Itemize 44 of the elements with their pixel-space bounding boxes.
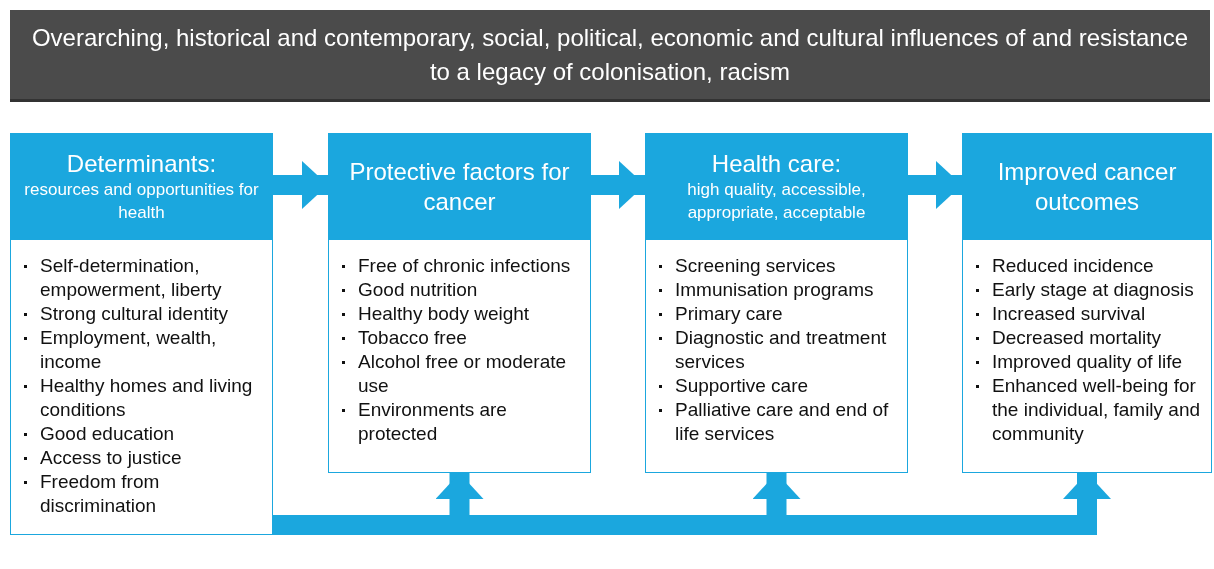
list-box xyxy=(962,240,1212,473)
list-item: Freedom from discrimination xyxy=(21,470,266,518)
list-item: Immunisation programs xyxy=(656,278,901,302)
list-item: Supportive care xyxy=(656,374,901,398)
list-item: Improved quality of life xyxy=(973,350,1205,374)
header-title: Protective factors for cancer xyxy=(348,156,571,217)
list-box xyxy=(328,240,591,473)
list-item: Screening services xyxy=(656,254,901,278)
banner xyxy=(10,10,1210,102)
list-item: Good education xyxy=(21,422,266,446)
list-item: Increased survival xyxy=(973,302,1205,326)
block-arrow xyxy=(591,161,645,209)
header-box xyxy=(962,133,1212,240)
list-item: Healthy body weight xyxy=(339,302,584,326)
header-box xyxy=(10,133,273,240)
list-item: Alcohol free or moderate use xyxy=(339,350,584,398)
list-item: Primary care xyxy=(656,302,901,326)
list-item: Employment, wealth, income xyxy=(21,326,266,374)
list-item: Strong cultural identity xyxy=(21,302,266,326)
block-arrow xyxy=(908,161,962,209)
list-item: Environments are protected xyxy=(339,398,584,446)
header-subtitle: resources and opportunities for health xyxy=(23,179,260,224)
header-title: Improved cancer outcomes xyxy=(996,156,1178,217)
block-arrow xyxy=(273,161,328,209)
list-item: Access to justice xyxy=(21,446,266,470)
list-box xyxy=(10,240,273,535)
header-subtitle: high quality, accessible, appropriate, acceptable xyxy=(686,179,867,224)
list-item: Good nutrition xyxy=(339,278,584,302)
list-item: Enhanced well-being for the individual, family and community xyxy=(973,374,1205,446)
list-box xyxy=(645,240,908,473)
list-item: Self-determination, empowerment, liberty xyxy=(21,254,266,302)
header-title: Determinants: xyxy=(66,149,217,180)
list-item: Diagnostic and treatment services xyxy=(656,326,901,374)
list-item: Free of chronic infections xyxy=(339,254,584,278)
list-item: Tobacco free xyxy=(339,326,584,350)
list-item: Healthy homes and living conditions xyxy=(21,374,266,422)
banner-text: Overarching, historical and contemporary, social, political, economic and cultural influences of and resistance to a legacy of colonisation, racism xyxy=(30,22,1190,87)
list-item: Palliative care and end of life services xyxy=(656,398,901,446)
header-box xyxy=(645,133,908,240)
header-box xyxy=(328,133,591,240)
list-item: Early stage at diagnosis xyxy=(973,278,1205,302)
header-title: Health care: xyxy=(711,149,842,180)
list-item: Decreased mortality xyxy=(973,326,1205,350)
list-item: Reduced incidence xyxy=(973,254,1205,278)
